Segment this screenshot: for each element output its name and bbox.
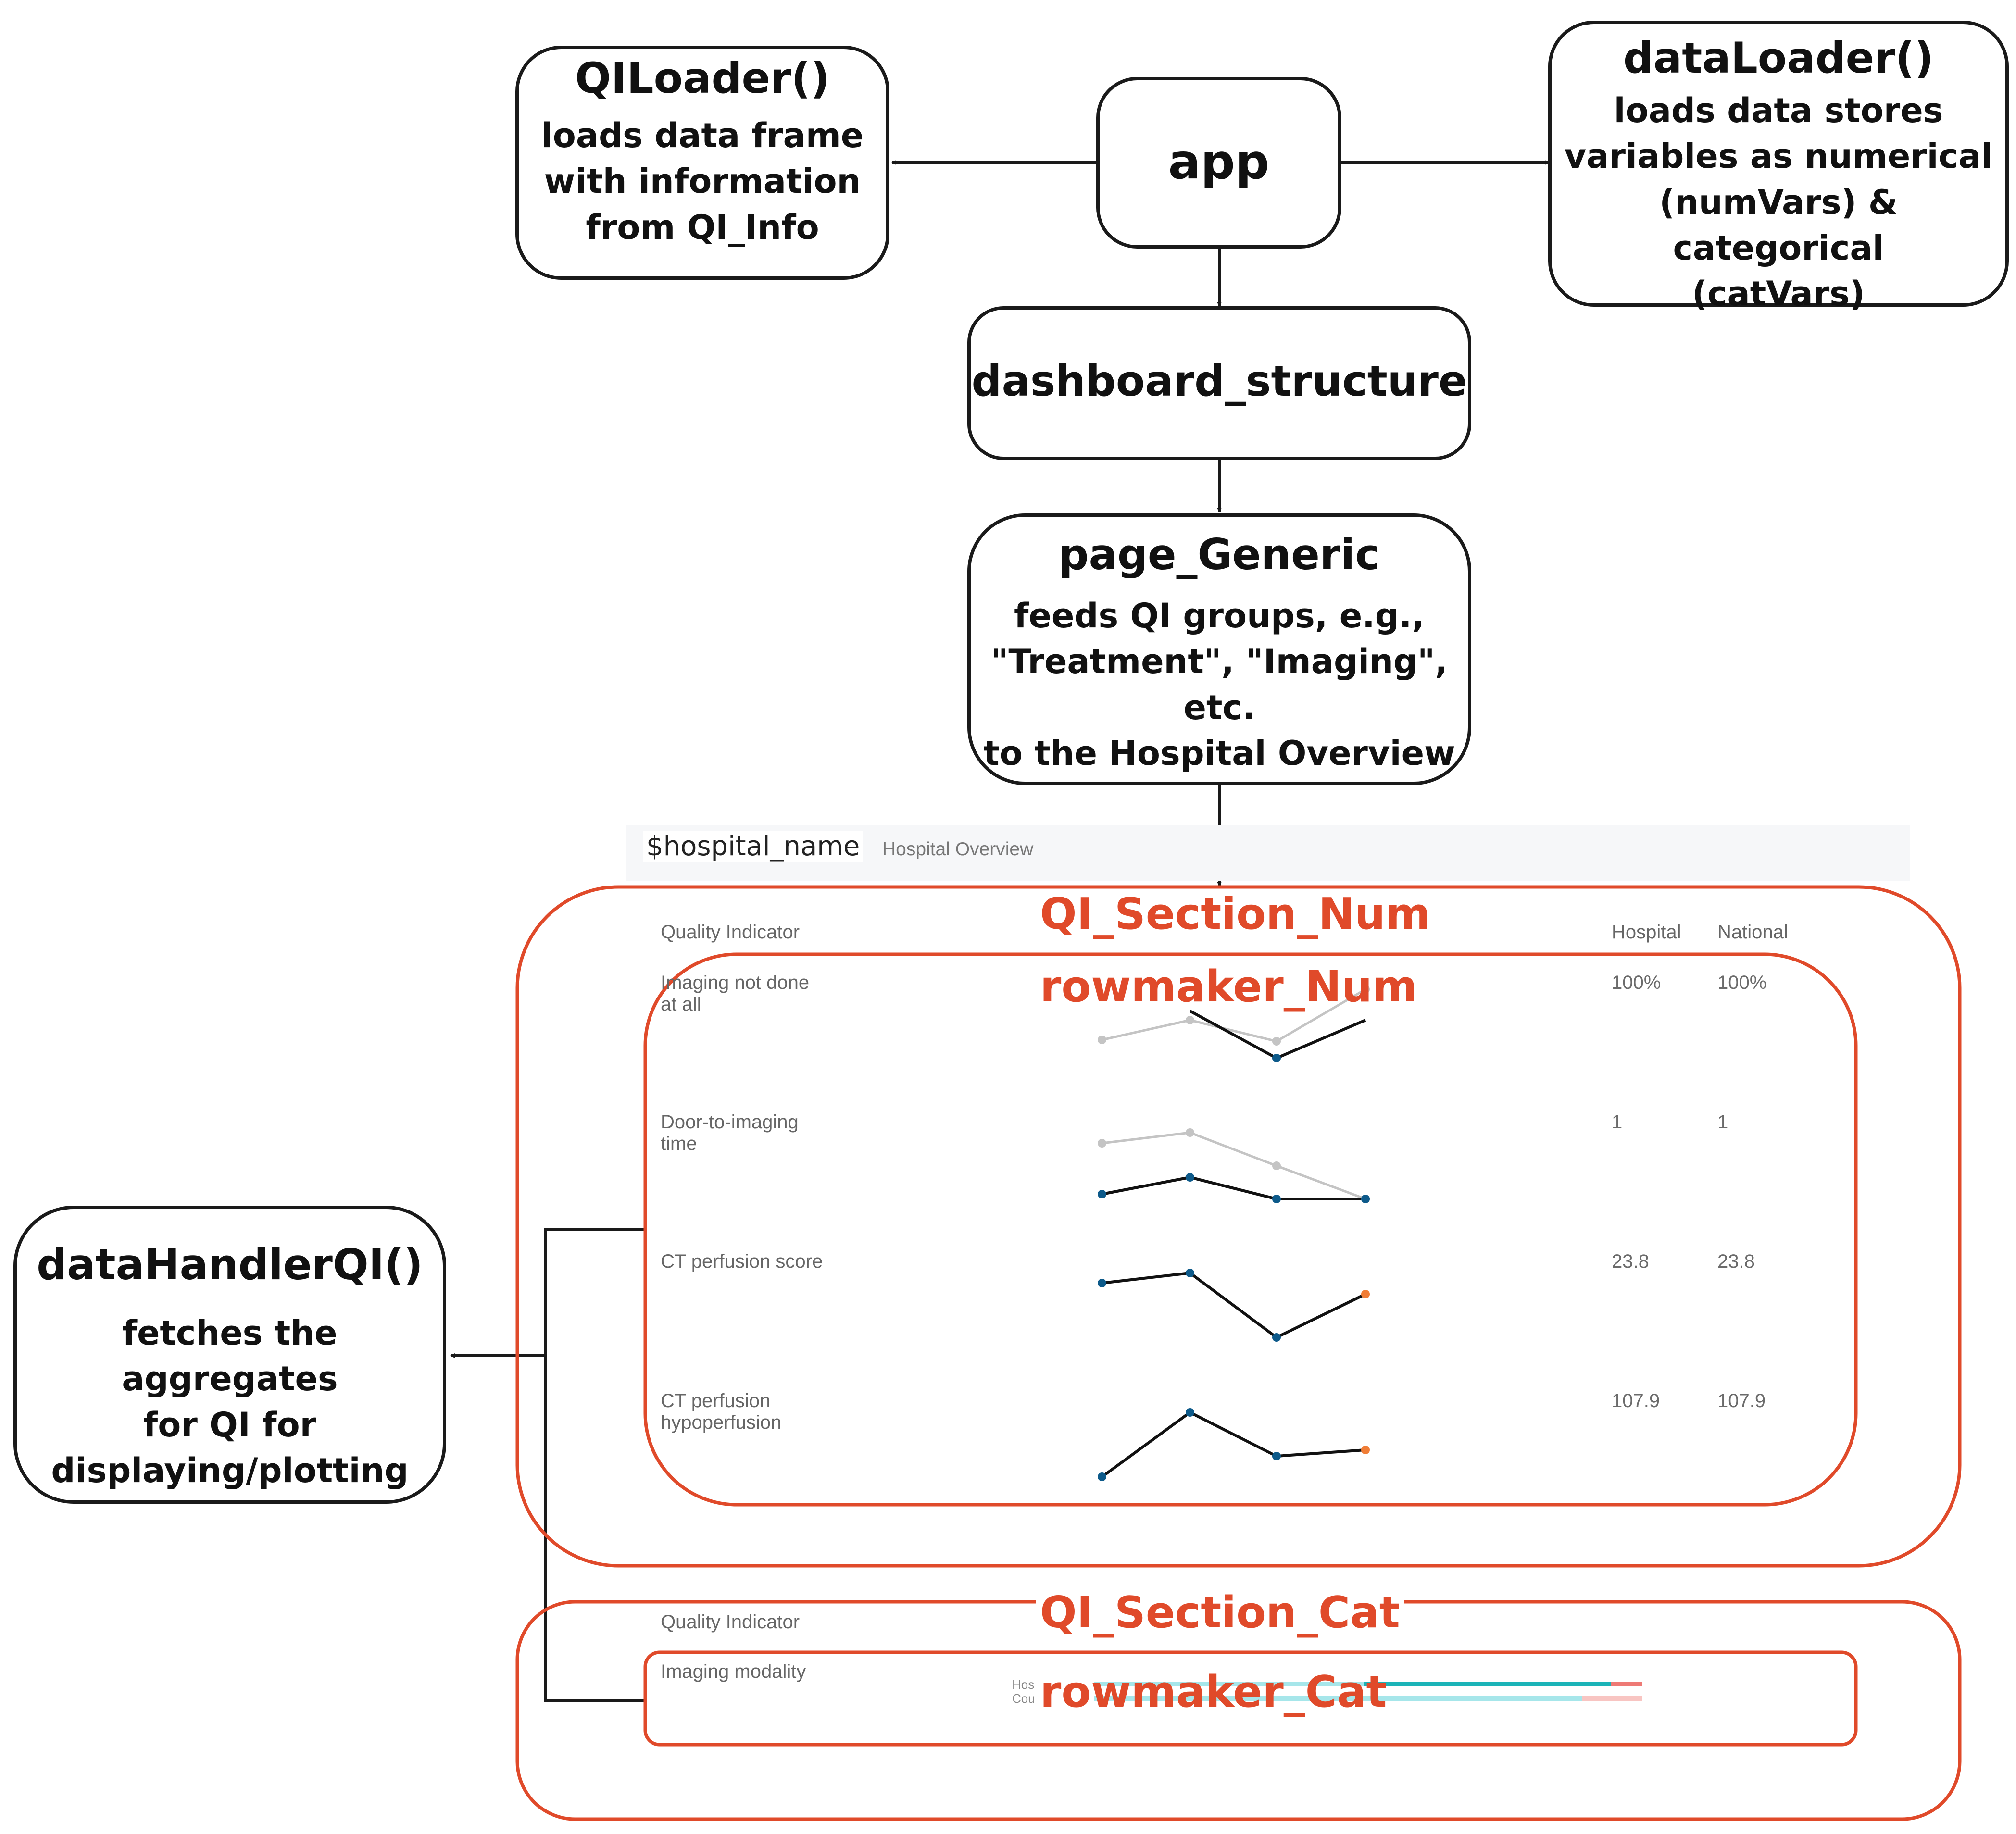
num-row-national-value: 1: [1717, 1111, 1728, 1133]
sparkline-hospital: [1101, 1410, 1366, 1478]
cat-legend-line: Hos: [1012, 1677, 1035, 1692]
num-row-hospital-value: 107.9: [1612, 1390, 1660, 1411]
qiloader-desc-line: with information: [544, 162, 861, 201]
sparkline-point: [1272, 1037, 1281, 1046]
dataloader-box: dataLoader() loads data stores variables…: [1548, 21, 2009, 313]
cat-row-label: Imaging modality: [661, 1661, 806, 1682]
sparkline-point: [1361, 1290, 1370, 1298]
num-row-national-value: 107.9: [1717, 1390, 1766, 1411]
qi-section-num-frame: [515, 885, 1962, 1568]
qiloader-box: QILoader() loads data frame with informa…: [515, 46, 889, 280]
app-box: app: [1096, 77, 1341, 249]
num-row-label: CT perfusion hypoperfusion: [661, 1390, 781, 1434]
sparkline-point: [1186, 1408, 1194, 1417]
sparkline-hospital: [1102, 1271, 1366, 1339]
sparkline-point: [1186, 1269, 1194, 1277]
connector-num-row: [544, 1228, 645, 1702]
dataloader-desc-line: loads data stores: [1614, 91, 1943, 131]
sparkline-point: [1098, 1036, 1106, 1044]
cat-header-qi: Quality Indicator: [661, 1611, 800, 1633]
qiloader-desc-line: from QI_Info: [586, 207, 819, 247]
num-header-hospital: Hospital: [1612, 922, 1681, 943]
num-row-national-value: 23.8: [1717, 1251, 1755, 1272]
sparkline-point: [1098, 1190, 1106, 1198]
datahandler-desc-line: fetches the aggregates: [122, 1313, 338, 1399]
page-generic-desc-line: "Treatment", "Imaging", etc.: [990, 642, 1448, 727]
num-row-label-line: CT perfusion score: [661, 1251, 823, 1272]
dashboard-structure-title: dashboard_structure: [971, 356, 1467, 406]
sparkline-national: [1102, 1131, 1366, 1200]
num-row-label-line: at all: [661, 993, 701, 1015]
num-header-qi: Quality Indicator: [661, 922, 800, 943]
qiloader-desc-line: loads data frame: [541, 116, 864, 156]
num-row-label-line: Imaging not done: [661, 972, 810, 993]
num-row-label-line: hypoperfusion: [661, 1411, 782, 1433]
rowmaker-num-frame: [643, 952, 1858, 1507]
num-row-label: CT perfusion score: [661, 1251, 823, 1273]
page-generic-desc-line: to the Hospital Overview: [983, 733, 1455, 773]
datahandler-desc-line: displaying/plotting: [51, 1450, 409, 1490]
page-generic-box: page_Generic feeds QI groups, e.g., "Tre…: [967, 513, 1471, 785]
sparkline-point: [1361, 985, 1370, 994]
cat-bars: [1094, 1682, 1642, 1701]
sparkline-point: [1098, 1139, 1106, 1148]
cat-legend-line: Cou: [1012, 1691, 1035, 1706]
qiloader-title: QILoader(): [575, 53, 830, 103]
num-row-label: Imaging not done at all: [661, 972, 809, 1015]
num-row-hospital-value: 100%: [1612, 972, 1661, 993]
rowmaker-cat-label: rowmaker_Cat: [1040, 1667, 1387, 1717]
qi-section-cat-label: QI_Section_Cat: [1036, 1589, 1404, 1636]
num-row-label: Door-to-imaging time: [661, 1111, 799, 1155]
sparkline-group: [1098, 985, 1370, 1481]
page-title: Hospital Overview: [882, 839, 1034, 860]
sparkline-point: [1272, 1452, 1281, 1460]
dataloader-desc-line: variables as numerical: [1564, 137, 1993, 176]
rowmaker-num-label: rowmaker_Num: [1040, 961, 1417, 1012]
sparkline-point: [1272, 1333, 1281, 1342]
sparkline-hospital: [1189, 1010, 1366, 1060]
cat-legend: Hos Cou: [1012, 1678, 1035, 1705]
sparkline-point: [1186, 1173, 1194, 1182]
sparkline-point: [1186, 1128, 1194, 1137]
dataloader-desc-line: (numVars) & categorical: [1659, 182, 1898, 268]
sparkline-point: [1361, 1195, 1370, 1203]
sparkline-point: [1098, 1472, 1106, 1481]
dataloader-title: dataLoader(): [1623, 33, 1934, 83]
page-generic-title: page_Generic: [1058, 530, 1380, 579]
num-header-national: National: [1717, 922, 1788, 943]
page-generic-desc-line: feeds QI groups, e.g.,: [1014, 596, 1425, 636]
sparkline-hospital: [1102, 1175, 1365, 1200]
datahandler-title: dataHandlerQI(): [37, 1240, 423, 1289]
rowmaker-cat-frame: [643, 1650, 1858, 1747]
sparkline-point: [1361, 1446, 1370, 1454]
sparkline-point: [1272, 1054, 1281, 1062]
sparkline-point: [1272, 1161, 1281, 1170]
dataloader-desc-line: (catVars): [1692, 274, 1865, 313]
hospital-name: $hospital_name: [643, 831, 863, 862]
num-row-hospital-value: 1: [1612, 1111, 1623, 1133]
sparkline-point: [1186, 1016, 1194, 1024]
sparkline-national: [1102, 988, 1366, 1043]
sparkline-point: [1272, 1195, 1281, 1203]
datahandler-box: dataHandlerQI() fetches the aggregates f…: [13, 1206, 446, 1504]
app-title: app: [1168, 134, 1270, 190]
num-row-national-value: 100%: [1717, 972, 1767, 993]
num-row-label-line: CT perfusion: [661, 1390, 771, 1411]
datahandler-desc-line: for QI for: [143, 1405, 317, 1445]
num-row-label-line: time: [661, 1133, 697, 1154]
dashboard-structure-box: dashboard_structure: [967, 306, 1471, 460]
sparkline-point: [1098, 1279, 1106, 1287]
qi-section-num-label: QI_Section_Num: [1036, 890, 1435, 938]
num-row-hospital-value: 23.8: [1612, 1251, 1649, 1272]
num-row-label-line: Door-to-imaging: [661, 1111, 799, 1133]
